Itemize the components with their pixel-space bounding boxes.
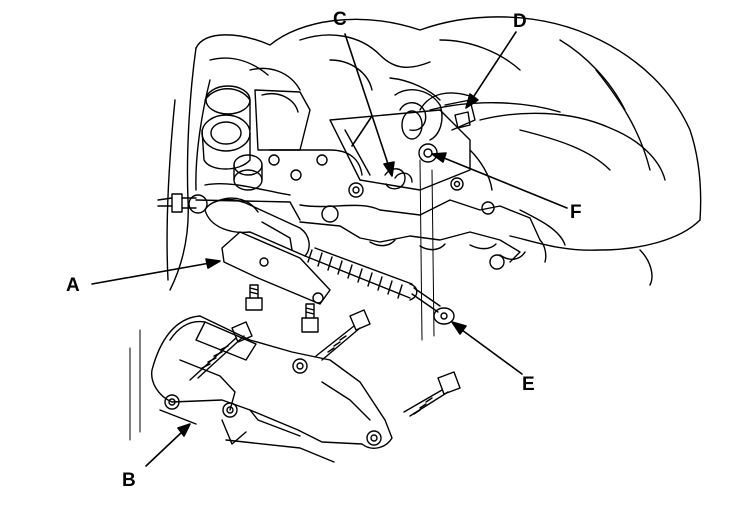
arrowhead-b <box>177 423 191 437</box>
leader-e <box>461 329 523 375</box>
mounting-bracket <box>151 315 393 463</box>
arrowhead-e <box>451 321 467 335</box>
callout-d: D <box>513 11 527 32</box>
leader-d <box>473 31 517 97</box>
extension-lines <box>129 159 435 441</box>
arrowhead-c <box>383 161 395 177</box>
callout-a: A <box>66 275 80 296</box>
callout-e: E <box>522 374 535 395</box>
leader-c <box>344 33 389 165</box>
callout-c: C <box>333 9 347 30</box>
leader-f <box>443 157 568 209</box>
callout-f: F <box>570 202 582 223</box>
leader-c-branch <box>351 115 373 147</box>
leader-a <box>91 262 211 285</box>
leader-lines <box>91 31 568 467</box>
clutch-slave-cylinder <box>157 193 455 325</box>
callout-b: B <box>122 470 136 491</box>
lower-housing <box>299 199 566 270</box>
arrowhead-a <box>205 258 221 269</box>
engine-bosses <box>195 85 364 221</box>
release-fork-area <box>329 89 493 191</box>
mounting-bolts <box>189 284 461 417</box>
arrowhead-f <box>431 152 447 163</box>
leader-b <box>145 431 183 467</box>
transmission-case <box>166 16 702 291</box>
arrowhead-d <box>465 93 479 109</box>
